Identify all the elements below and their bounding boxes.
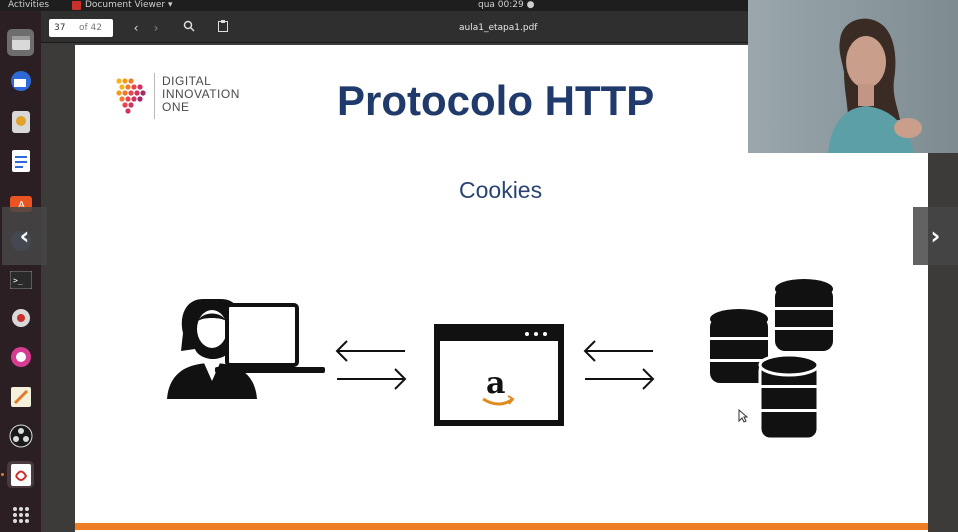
previous-page-button[interactable]: ‹ [133, 21, 139, 35]
text-editor-icon[interactable] [7, 383, 34, 410]
record-icon[interactable] [7, 343, 34, 370]
svg-text:>_: >_ [13, 276, 23, 285]
search-icon [183, 20, 195, 32]
active-app-indicator [1, 473, 4, 476]
logo-divider [154, 73, 155, 119]
logo-line: INNOVATION [162, 87, 240, 101]
next-slide-button[interactable]: › [913, 207, 958, 265]
document-viewer-icon[interactable] [7, 461, 34, 488]
svg-text:a: a [486, 366, 505, 401]
dock: A >_ [0, 11, 41, 532]
page-number-field[interactable]: 37 of 42 [49, 19, 113, 37]
disk-icon[interactable] [7, 108, 34, 135]
search-button[interactable] [180, 19, 198, 37]
webcam-overlay [748, 0, 958, 153]
slide-subtitle: Cookies [459, 177, 543, 203]
browser-window-icon: a [434, 324, 564, 426]
clock[interactable]: qua 00:29 ● [478, 0, 535, 10]
document-viewer-icon [72, 1, 81, 10]
cookies-diagram: a [167, 279, 833, 441]
exchange-arrows-icon [583, 340, 655, 390]
logo-line: ONE [162, 100, 190, 114]
writer-icon[interactable] [7, 147, 34, 174]
terminal-icon[interactable]: >_ [7, 266, 34, 293]
slide-footer-bar [75, 523, 928, 530]
system-top-bar: Activities Document Viewer ▾ qua 00:29 ● [0, 0, 958, 11]
clipboard-icon [218, 20, 228, 32]
settings-icon[interactable] [7, 304, 34, 331]
svg-text:A: A [18, 200, 25, 211]
current-page[interactable]: 37 [54, 23, 66, 33]
activities-button[interactable]: Activities [8, 0, 50, 10]
mouse-cursor-icon [738, 409, 748, 423]
obs-icon[interactable] [7, 422, 34, 449]
exchange-arrows-icon [335, 340, 407, 390]
annotations-button[interactable] [214, 19, 232, 37]
app-menu-label: Document Viewer ▾ [85, 0, 173, 10]
document-filename: aula1_etapa1.pdf [459, 23, 538, 33]
user-laptop-icon [167, 299, 325, 399]
database-icon [710, 279, 833, 441]
next-page-button[interactable]: › [153, 21, 159, 35]
slide-title: Protocolo HTTP [337, 77, 655, 124]
app-menu[interactable]: Document Viewer ▾ [72, 0, 172, 11]
dio-logo-text: DIGITAL INNOVATION ONE [162, 75, 240, 114]
previous-slide-button[interactable]: ‹ [2, 207, 47, 265]
files-icon[interactable] [7, 29, 34, 56]
presenter-video [828, 18, 922, 153]
apps-grid-icon[interactable] [7, 501, 34, 528]
logo-line: DIGITAL [162, 74, 212, 88]
document-area: DIGITAL INNOVATION ONE Protocolo HTTP Co… [41, 43, 958, 532]
total-pages: of 42 [79, 23, 102, 33]
thunderbird-icon[interactable] [7, 67, 34, 94]
dio-logo-icon [116, 78, 146, 114]
slide-page: DIGITAL INNOVATION ONE Protocolo HTTP Co… [75, 45, 928, 532]
